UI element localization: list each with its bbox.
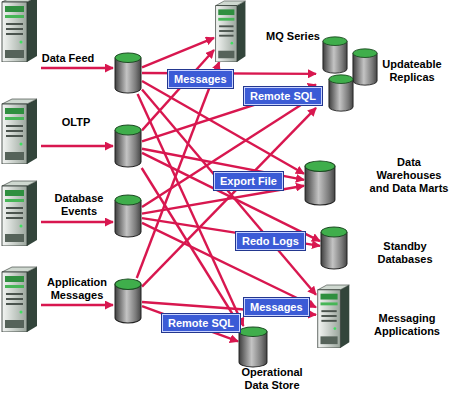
database-cylinder: Application Messages — [114, 278, 142, 324]
database-cylinder — [239, 327, 267, 367]
node-label: Data Warehouses and Data Marts — [368, 156, 450, 195]
database-cylinder — [329, 75, 353, 111]
connector — [142, 223, 316, 307]
database-cylinder — [323, 37, 347, 73]
edge-label: Messages — [244, 298, 309, 316]
database-cylinder: Database Events — [114, 194, 142, 238]
node-label: Application Messages — [44, 276, 110, 302]
database-cylinder-icon — [114, 124, 142, 168]
server-tower — [2, 0, 37, 62]
server-tower-icon — [214, 0, 248, 62]
server-tower: Messaging Applications — [316, 284, 352, 348]
database-cylinder — [115, 53, 141, 93]
database-cylinder-icon — [320, 226, 348, 270]
node-label: Database Events — [48, 192, 110, 218]
edge-label: Export File — [214, 172, 283, 190]
database-cylinder: Operational Data Store — [238, 326, 268, 368]
connector — [142, 50, 214, 130]
connector — [137, 62, 219, 278]
database-cylinder — [115, 195, 141, 237]
edge-label: Redo Logs — [236, 232, 305, 250]
node-label: OLTP — [56, 116, 96, 129]
edge-label: Remote SQL — [162, 314, 240, 332]
database-cylinder — [305, 161, 335, 205]
database-cylinder-icon — [114, 278, 142, 324]
server-tower — [2, 181, 37, 246]
server-tower-icon — [316, 284, 352, 348]
server-tower — [2, 267, 37, 332]
database-cylinder: Data Warehouses and Data Marts — [304, 160, 336, 206]
feed-arrow — [41, 145, 113, 147]
edge-label: Messages — [168, 70, 233, 88]
database-cylinder-group-icon — [316, 34, 382, 114]
feed-arrow — [41, 304, 113, 306]
connector — [142, 108, 316, 287]
database-cylinder: Data Feed — [114, 52, 142, 94]
database-cylinder: OLTP — [114, 124, 142, 168]
feed-arrow — [41, 67, 113, 69]
database-cylinder-icon — [238, 326, 268, 368]
database-cylinder-group: Updateable Replicas — [316, 34, 382, 114]
database-cylinder-icon — [304, 160, 336, 206]
database-cylinder — [353, 49, 377, 85]
server-tower: MQ Series — [214, 0, 248, 62]
node-label: MQ Series — [258, 30, 328, 43]
connector — [138, 94, 244, 326]
node-label: Standby Databases — [372, 240, 438, 266]
node-label: Updateable Replicas — [376, 58, 448, 84]
server-tower — [216, 1, 246, 62]
node-label: Data Feed — [38, 52, 98, 65]
feed-arrow — [41, 221, 113, 223]
node-label: Messaging Applications — [368, 312, 446, 338]
server-tower — [2, 99, 37, 164]
database-cylinder — [115, 279, 141, 323]
node-label: Operational Data Store — [234, 366, 310, 392]
database-cylinder-icon — [114, 52, 142, 94]
database-cylinder — [321, 227, 347, 269]
server-tower — [318, 285, 350, 348]
database-cylinder — [115, 125, 141, 167]
database-cylinder: Standby Databases — [320, 226, 348, 270]
database-cylinder-icon — [114, 194, 142, 238]
edge-label: Remote SQL — [244, 87, 322, 105]
connector — [142, 95, 316, 207]
